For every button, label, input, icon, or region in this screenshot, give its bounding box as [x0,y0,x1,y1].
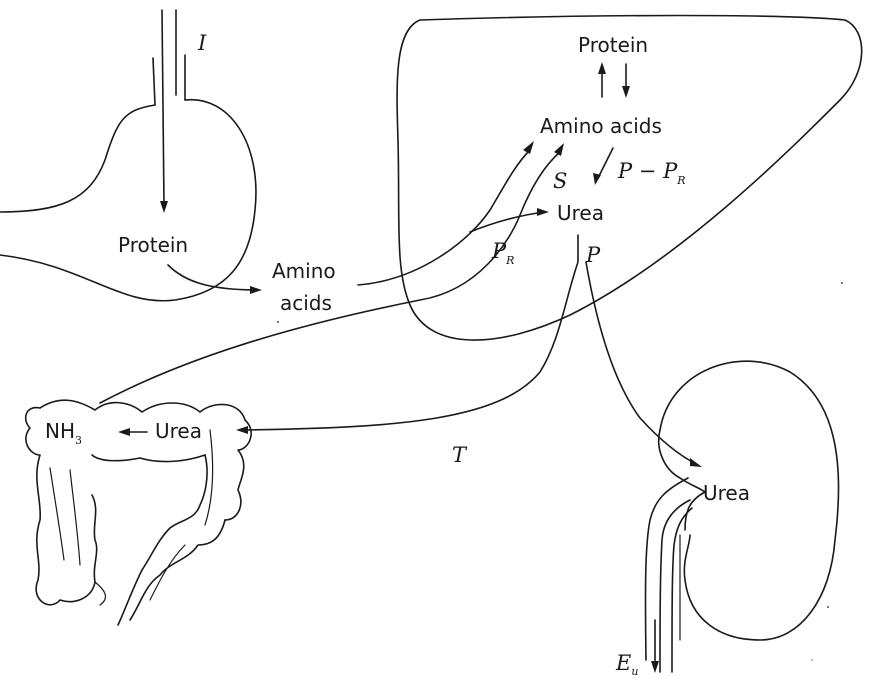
label-gut-nh3-sub: 3 [75,434,82,447]
stomach [0,55,256,301]
label-liver-urea: Urea [557,201,604,225]
label-excretion: Eu [615,651,638,678]
label-amino-line1: Amino [272,259,336,283]
label-liver-protein: Protein [578,33,648,57]
label-p-minus: P − PR [617,159,686,187]
hydrolysis-arrow [118,428,147,436]
label-p-r: PR [491,239,514,267]
digestion-arrow [168,265,262,294]
intake-pathway: I [160,10,207,213]
label-gut-nh3: NH3 [45,419,82,447]
label-kidney-urea: Urea [703,481,750,505]
renal-arrow [586,262,702,467]
scan-specks [277,282,843,661]
label-amino-line2: acids [280,291,332,315]
label-transfer: T [452,443,468,467]
label-p-r-sub: R [505,254,514,267]
label-production: P [585,243,601,267]
excretion-arrow: Eu [615,620,659,678]
label-p-r-text: P [491,239,507,263]
label-gut-nh3-text: NH [45,419,75,443]
label-p-minus-sub: R [676,174,685,187]
label-synthesis: S [553,169,567,193]
label-intake: I [197,31,207,55]
label-excretion-sub: u [631,665,638,678]
amino-to-urea-arrow: P − PR [593,148,686,187]
protein-amino-exchange [598,62,630,98]
label-liver-amino: Amino acids [540,114,662,138]
label-gut-urea: Urea [155,419,202,443]
label-stomach-protein: Protein [118,233,188,257]
label-p-minus-text: P − P [617,159,678,183]
label-excretion-text: E [615,651,631,675]
kidney [645,361,838,672]
